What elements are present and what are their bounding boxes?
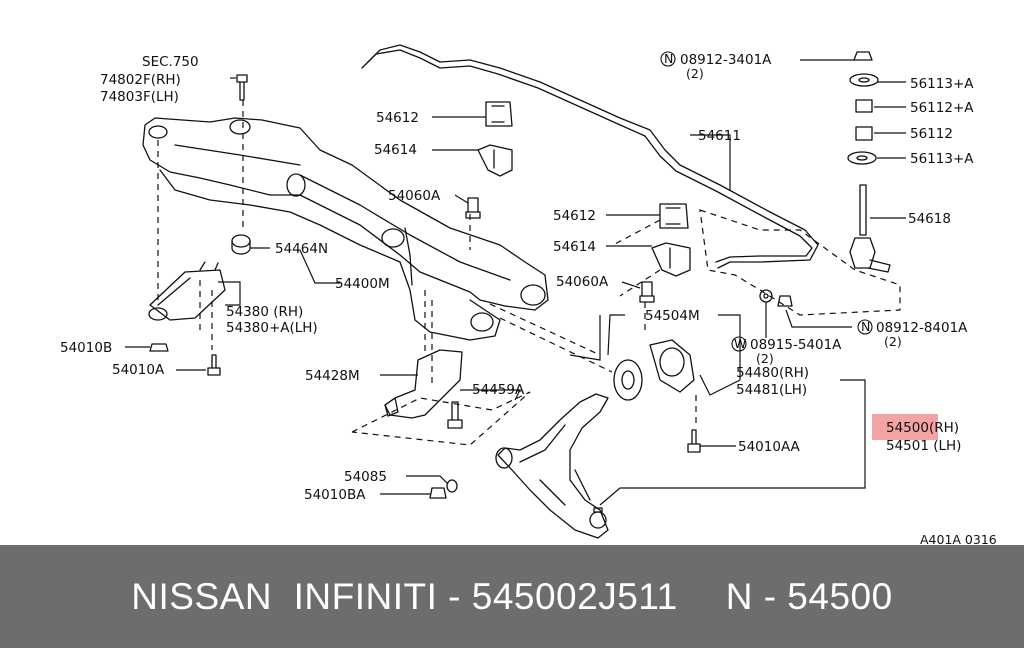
label-08915-5401a: 08915-5401A — [750, 337, 842, 353]
label-56112: 56112 — [910, 126, 953, 142]
label-56112a: 56112+A — [910, 100, 974, 116]
marker-n-bottom: N — [861, 319, 870, 334]
marker-w: W — [734, 336, 746, 351]
label-54085: 54085 — [344, 469, 387, 485]
label-74803f: 74803F(LH) — [100, 89, 179, 105]
label-08912-3401a-qty: (2) — [686, 66, 704, 81]
highlight-54500 — [872, 414, 938, 440]
label-sec750: SEC.750 — [142, 54, 199, 70]
parts-diagram: SEC.750 74802F(RH) 74803F(LH) 54612 5461… — [60, 44, 997, 545]
footer-ref-text: N - 54500 — [725, 575, 893, 617]
label-54464n: 54464N — [275, 241, 328, 257]
label-08912-8401a-qty: (2) — [884, 334, 902, 349]
label-54010ba: 54010BA — [304, 487, 366, 503]
label-54428m: 54428M — [305, 368, 360, 384]
marker-n-top: N — [664, 51, 673, 66]
label-54060a-top: 54060A — [388, 188, 441, 204]
label-54380a-lh: 54380+A(LH) — [226, 320, 318, 336]
label-54060a-right: 54060A — [556, 274, 609, 290]
diagram-code: A401A 0316 — [920, 532, 997, 545]
footer-bar: NISSAN INFINITI - 545002J511 N - 54500 — [0, 545, 1024, 648]
label-54612-top: 54612 — [376, 110, 419, 126]
label-54501-lh: 54501 (LH) — [886, 438, 961, 454]
label-54611: 54611 — [698, 128, 741, 144]
label-54010b: 54010B — [60, 340, 112, 356]
lower-arm-shape — [497, 393, 609, 539]
crossmember-shape — [142, 117, 549, 311]
label-54614-top: 54614 — [374, 142, 417, 158]
diagram-svg: SEC.750 74802F(RH) 74803F(LH) 54612 5461… — [60, 44, 997, 545]
label-54010a: 54010A — [112, 362, 165, 378]
label-08912-8401a: 08912-8401A — [876, 320, 968, 336]
label-54380-rh: 54380 (RH) — [226, 304, 303, 320]
label-54459a: 54459A — [472, 382, 525, 398]
label-54400m: 54400M — [335, 276, 390, 292]
label-54480-rh: 54480(RH) — [736, 365, 809, 381]
footer-part-text: NISSAN INFINITI - 545002J511 — [131, 575, 678, 617]
label-54010aa: 54010AA — [738, 439, 801, 455]
label-74802f: 74802F(RH) — [100, 72, 181, 88]
label-56113a-top: 56113+A — [910, 76, 974, 92]
label-54612-right: 54612 — [553, 208, 596, 224]
stabilizer-bar-shape — [367, 44, 819, 269]
label-54504m: 54504M — [645, 308, 700, 324]
label-54618: 54618 — [908, 211, 951, 227]
label-56113a-bottom: 56113+A — [910, 151, 974, 167]
label-54614-right: 54614 — [553, 239, 596, 255]
label-08912-3401a: 08912-3401A — [680, 52, 772, 68]
label-54500-rh: 54500(RH) — [886, 420, 959, 436]
label-54481-lh: 54481(LH) — [736, 382, 807, 398]
label-08915-5401a-qty: (2) — [756, 351, 774, 366]
